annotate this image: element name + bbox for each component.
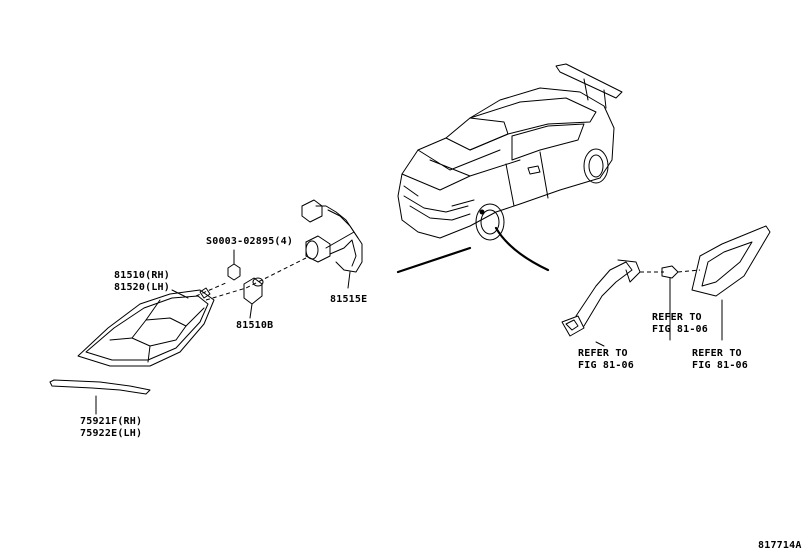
label-trim-rh: 75921F(RH) (80, 416, 143, 427)
label-refer-2-line1: REFER TO (652, 312, 702, 323)
assembly-line-4 (677, 269, 701, 273)
connector-hose (561, 259, 641, 347)
label-refer-1-line2: FIG 81-06 (578, 360, 634, 371)
label-socket: 81515E (330, 294, 368, 305)
figure-id: 817714A (758, 540, 802, 551)
reflector-lens (691, 225, 771, 341)
callout-line-left (396, 246, 472, 274)
label-screw: S0003-02895(4) (206, 236, 294, 247)
car-illustration (397, 63, 623, 241)
label-bulb: 81510B (236, 320, 274, 331)
bulb-socket-harness (301, 199, 363, 289)
callout-line-right (494, 226, 550, 272)
small-bulb (661, 265, 679, 341)
assembly-line-2 (205, 257, 307, 301)
screw (227, 249, 241, 281)
label-refer-3-line1: REFER TO (692, 348, 742, 359)
label-refer-1-line1: REFER TO (578, 348, 628, 359)
assembly-line-1 (195, 281, 229, 297)
label-trim-lh: 75922E(LH) (80, 428, 143, 439)
label-lamp-rh: 81510(RH) (114, 270, 170, 281)
clip (199, 287, 211, 299)
label-lamp-lh: 81520(LH) (114, 282, 170, 293)
trim-moulding (49, 379, 151, 415)
bulb (243, 277, 264, 319)
label-refer-2-line2: FIG 81-06 (652, 324, 708, 335)
side-lamp-assembly (77, 289, 215, 367)
label-refer-3-line2: FIG 81-06 (692, 360, 748, 371)
leader-lamp (171, 289, 189, 299)
